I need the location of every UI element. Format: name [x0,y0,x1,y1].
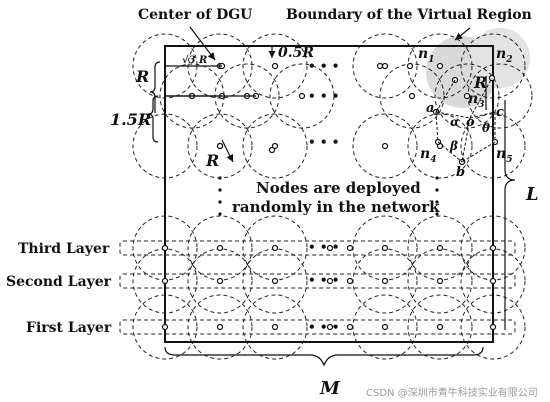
dgu-center [216,277,224,285]
point-a: a [426,101,434,116]
dgu-center [489,277,497,285]
half-r-label: 0.5R [278,45,314,61]
dgu-center [326,277,334,285]
dgu-center [381,277,389,285]
dgu-center [489,244,497,252]
dgu-center [406,62,414,70]
coverage-circle [407,294,473,360]
l-brace [504,100,516,330]
measurement-lines [147,26,516,367]
ellipsis-top: • • • [308,59,339,73]
ellipsis-group: • • • • • • • • • • • • • • • • • • [308,59,339,334]
ellipsis-2: • • • [308,89,339,103]
one-half-r-brace [147,95,159,143]
node-n4: n4 [420,146,436,165]
dgu-center [271,277,279,285]
side-m-label: M [319,378,341,399]
side-l-label: L [525,184,539,205]
angle-labels: α β θ [449,115,490,153]
node-n1: n1 [418,46,434,65]
coverage-circle [352,33,418,99]
r-brace [149,61,161,113]
dgu-center [408,92,416,100]
r-right-label: R [473,73,487,92]
angle-detail [435,77,496,163]
r-inner-label: R [205,151,219,170]
second-layer-label: Second Layer [6,274,112,290]
dgu-center [271,323,279,331]
dgu-center [161,323,169,331]
dgu-center [268,146,276,154]
dgu-center [161,244,169,252]
virtual-region-highlight-2 [470,28,530,88]
node-n3: n3 [468,91,484,110]
one-half-r-label: 1.5R [110,110,151,129]
dgu-center [346,323,354,331]
point-labels: a b c o [426,101,504,180]
point-c: c [496,105,504,120]
dgu-center [346,277,354,285]
node-labels: n1 n2 n3 n4 n5 [418,46,512,165]
m-brace [164,346,484,367]
third-layer-label: Third Layer [18,241,110,257]
dgu-center [216,244,224,252]
dgu-center [216,323,224,331]
coverage-circle [242,113,308,179]
dgu-center [346,244,354,252]
coverage-circle [407,113,473,179]
r-inner-arrow [221,139,234,163]
node-n2: n2 [496,46,512,65]
coverage-circle [269,63,335,129]
point-o: o [466,115,475,130]
dgu-center [298,92,306,100]
dgu-center [271,142,279,150]
dgu-center [381,142,389,150]
dgu-center [489,323,497,331]
coverage-circle [242,33,308,99]
node-n5: n5 [496,146,512,165]
dgu-center [381,62,389,70]
ellipsis-second: • • • [308,273,339,287]
dgu-centers [161,62,499,331]
center-of-dgu-label: Center of DGU [138,7,252,23]
dgu-center [376,62,384,70]
coverage-circle [352,113,418,179]
watermark-text: CSDN @深圳市青牛科技实业有限公司 [366,386,538,399]
dgu-center [326,323,334,331]
nodes-deployed-line1: Nodes are deployed [256,179,421,197]
ellipsis-third: • • • [308,240,339,254]
dgu-center [436,277,444,285]
dgu-center [436,62,444,70]
dgu-center [436,323,444,331]
boundary-arrow [454,27,471,41]
angle-beta: β [449,139,458,153]
dgu-center [271,244,279,252]
dgu-center [381,244,389,252]
dgu-center [326,244,334,252]
dgu-center [271,62,279,70]
dgu-center [436,244,444,252]
angle-alpha: α [450,115,459,129]
dgu-center [161,277,169,285]
vertical-dots [218,176,439,216]
center-dgu-arrow [189,26,216,61]
first-layer-label: First Layer [26,320,112,336]
r-left-label: R [135,67,149,86]
ellipsis-3: • • • [308,135,339,149]
ellipsis-first: • • • [308,320,339,334]
coverage-circle [242,294,308,360]
angle-theta: θ [482,121,490,135]
sqrt3r-label: √3 R [182,54,207,66]
nodes-deployed-line2: randomly in the network [232,198,440,216]
dgu-center [381,323,389,331]
dgu-center [463,92,471,100]
dgu-center [216,142,224,150]
point-b: b [456,165,465,180]
boundary-virtual-region-label: Boundary of the Virtual Region [286,7,532,23]
coverage-circle [187,294,253,360]
network-boundary [164,45,494,343]
